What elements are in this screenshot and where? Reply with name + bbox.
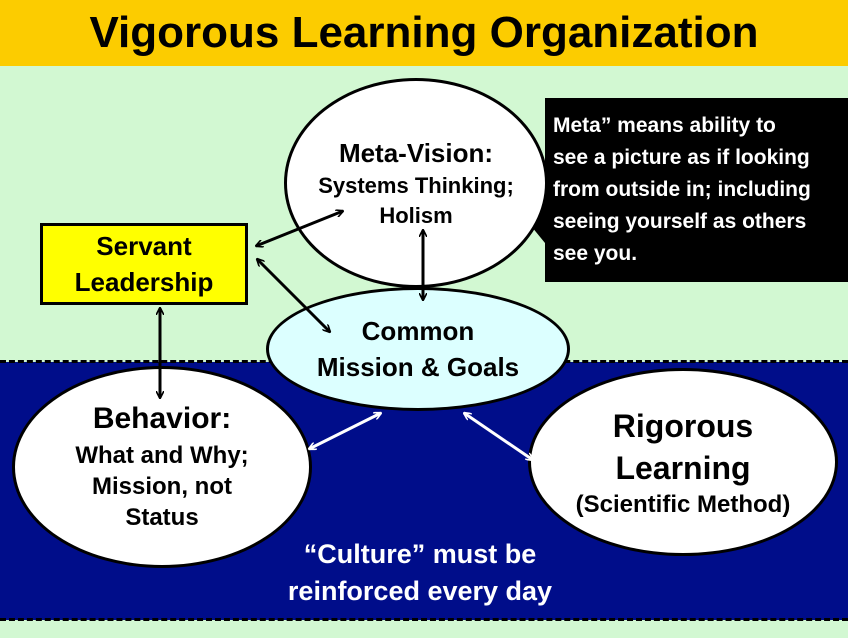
common-mission-line-2: Mission & Goals <box>316 352 520 382</box>
culture-note: “Culture” must be reinforced every day <box>240 536 600 610</box>
bottom-strip <box>0 620 848 638</box>
arrow-mission-rigorous <box>464 413 533 460</box>
meta-vision-line-3: Holism <box>379 202 453 228</box>
servant-leadership-box: Servant Leadership <box>40 223 248 305</box>
behavior-line-3: Mission, not <box>92 472 232 500</box>
arrow-servant-mission <box>257 259 330 332</box>
behavior-line-2: What and Why; <box>75 441 249 469</box>
servant-line-1: Servant <box>96 231 192 261</box>
meta-vision-title: Meta-Vision: <box>338 137 494 168</box>
callout-line-1: Meta” means ability to <box>553 114 776 137</box>
servant-line-2: Leadership <box>74 267 214 297</box>
common-mission-line-1: Common <box>361 316 475 346</box>
bottom-dashed-divider <box>0 618 848 621</box>
rigorous-line-1: Rigorous <box>612 408 754 444</box>
arrow-servant-vision <box>256 211 343 246</box>
meta-definition-callout: Meta” means ability to see a picture as … <box>545 98 848 282</box>
callout-line-4: seeing yourself as others <box>553 210 807 233</box>
arrow-behavior-mission <box>309 411 381 451</box>
behavior-line-4: Status <box>125 503 199 531</box>
culture-line-1: “Culture” must be <box>303 539 537 569</box>
callout-line-2: see a picture as if looking <box>553 146 810 169</box>
callout-line-5: see you. <box>553 242 638 265</box>
rigorous-line-3: (Scientific Method) <box>575 491 791 518</box>
behavior-title: Behavior: <box>92 401 232 435</box>
diagram-title: Vigorous Learning Organization <box>89 8 759 57</box>
callout-line-3: from outside in; including <box>553 178 811 201</box>
culture-line-2: reinforced every day <box>287 576 553 606</box>
meta-vision-node: Meta-Vision: Systems Thinking; Holism <box>284 78 548 288</box>
rigorous-line-2: Learning <box>615 450 751 486</box>
rigorous-learning-node: Rigorous Learning (Scientific Method) <box>528 368 838 556</box>
title-bar: Vigorous Learning Organization <box>0 0 848 66</box>
meta-vision-line-2: Systems Thinking; <box>318 172 514 198</box>
